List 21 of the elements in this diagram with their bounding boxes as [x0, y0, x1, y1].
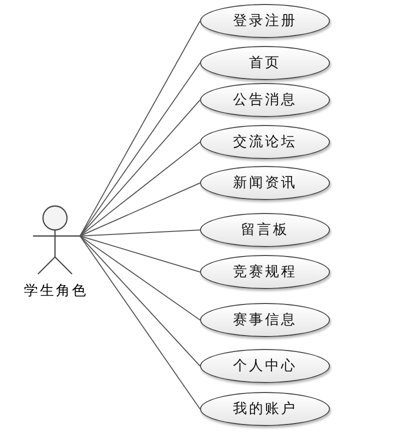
- use-case-ellipse: 赛事信息: [200, 303, 330, 337]
- use-case-ellipse: 我的账户: [200, 392, 330, 426]
- use-case-ellipse: 留言板: [200, 213, 330, 247]
- association-line: [80, 62, 200, 236]
- use-case-ellipse: 首页: [200, 46, 330, 80]
- use-case-ellipse: 竞赛规程: [200, 255, 330, 289]
- association-line: [80, 236, 200, 320]
- association-line: [80, 20, 200, 236]
- association-line: [80, 236, 200, 272]
- association-line: [80, 142, 200, 236]
- association-line: [80, 230, 200, 236]
- association-line: [80, 100, 200, 236]
- use-case-ellipse: 个人中心: [200, 349, 330, 383]
- use-case-ellipse: 公告消息: [200, 83, 330, 117]
- association-line: [80, 236, 200, 410]
- use-case-ellipse: 登录注册: [200, 4, 330, 38]
- use-case-ellipse: 交流论坛: [200, 125, 330, 159]
- actor-label: 学生角色: [24, 282, 88, 300]
- use-case-ellipse: 新闻资讯: [200, 166, 330, 200]
- association-line: [80, 236, 200, 366]
- association-line: [80, 182, 200, 236]
